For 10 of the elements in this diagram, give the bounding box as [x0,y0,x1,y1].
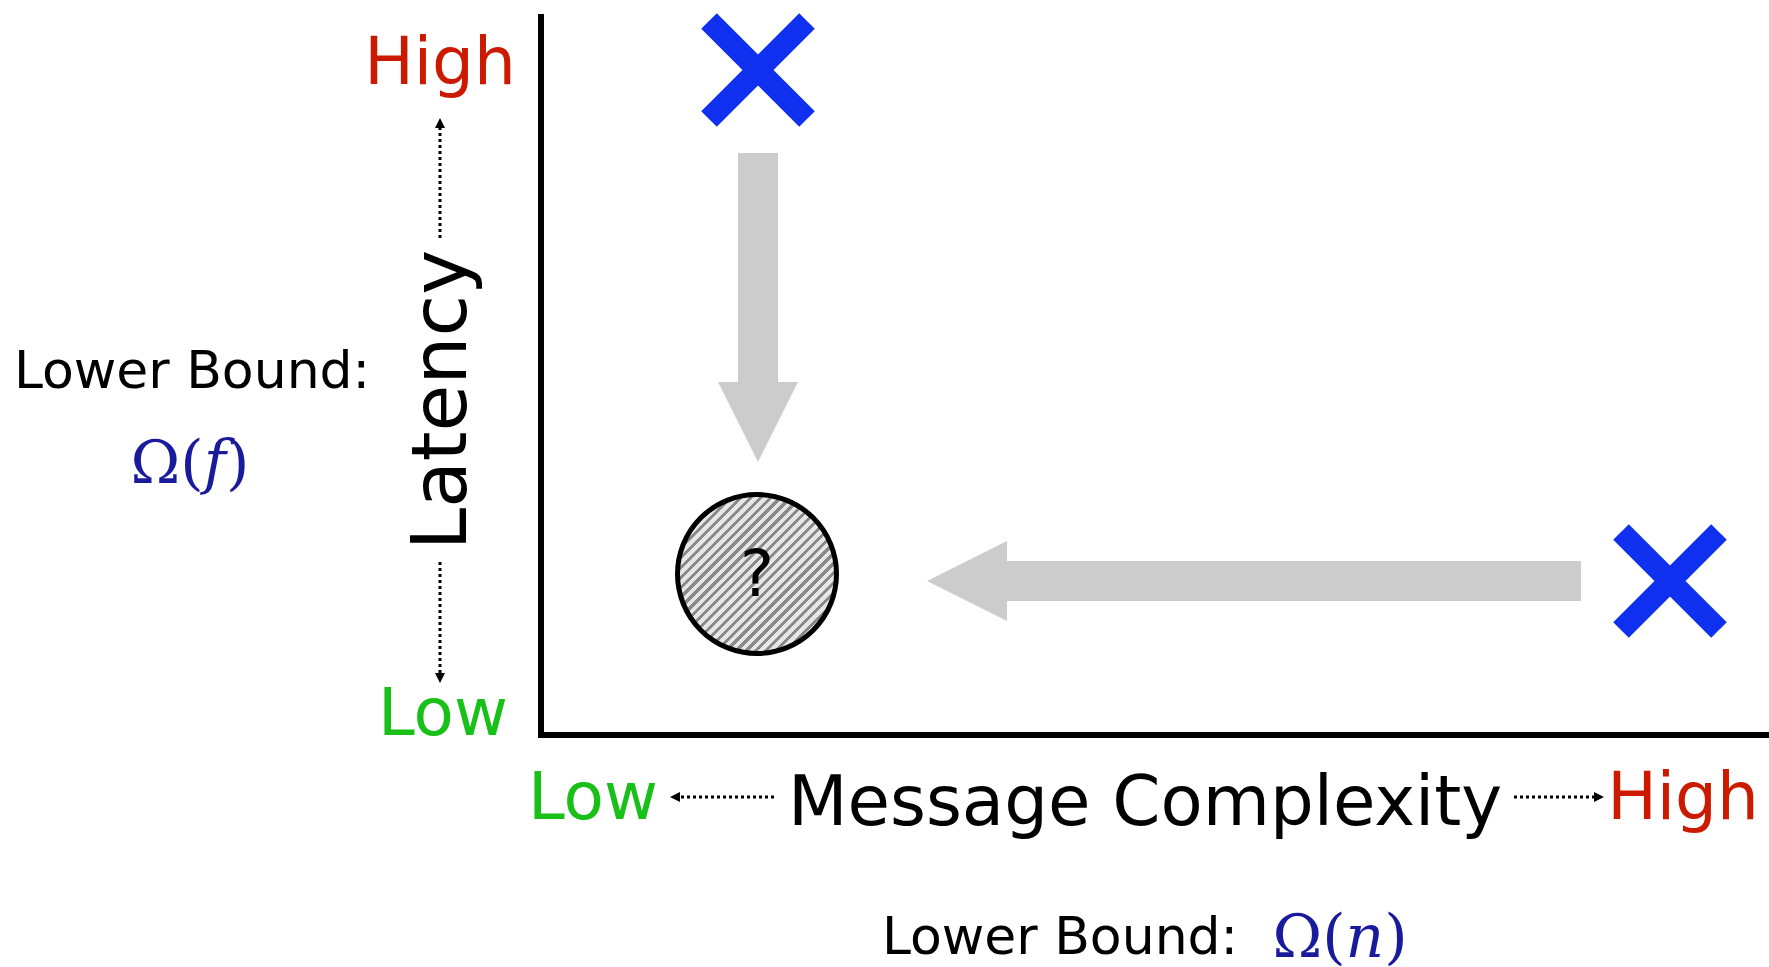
cross-mark [701,13,815,127]
block-arrow [718,153,798,462]
bound-label: Lower Bound: [13,344,371,396]
axis-end-label: Low [378,680,508,746]
bound-label: Lower Bound: [881,910,1239,962]
bound-formula: Ω(n) [1272,906,1408,966]
question-mark: ? [740,537,774,611]
cross-mark [1613,524,1727,638]
block-arrow [927,541,1581,621]
axis-end-label: Low [528,764,658,830]
